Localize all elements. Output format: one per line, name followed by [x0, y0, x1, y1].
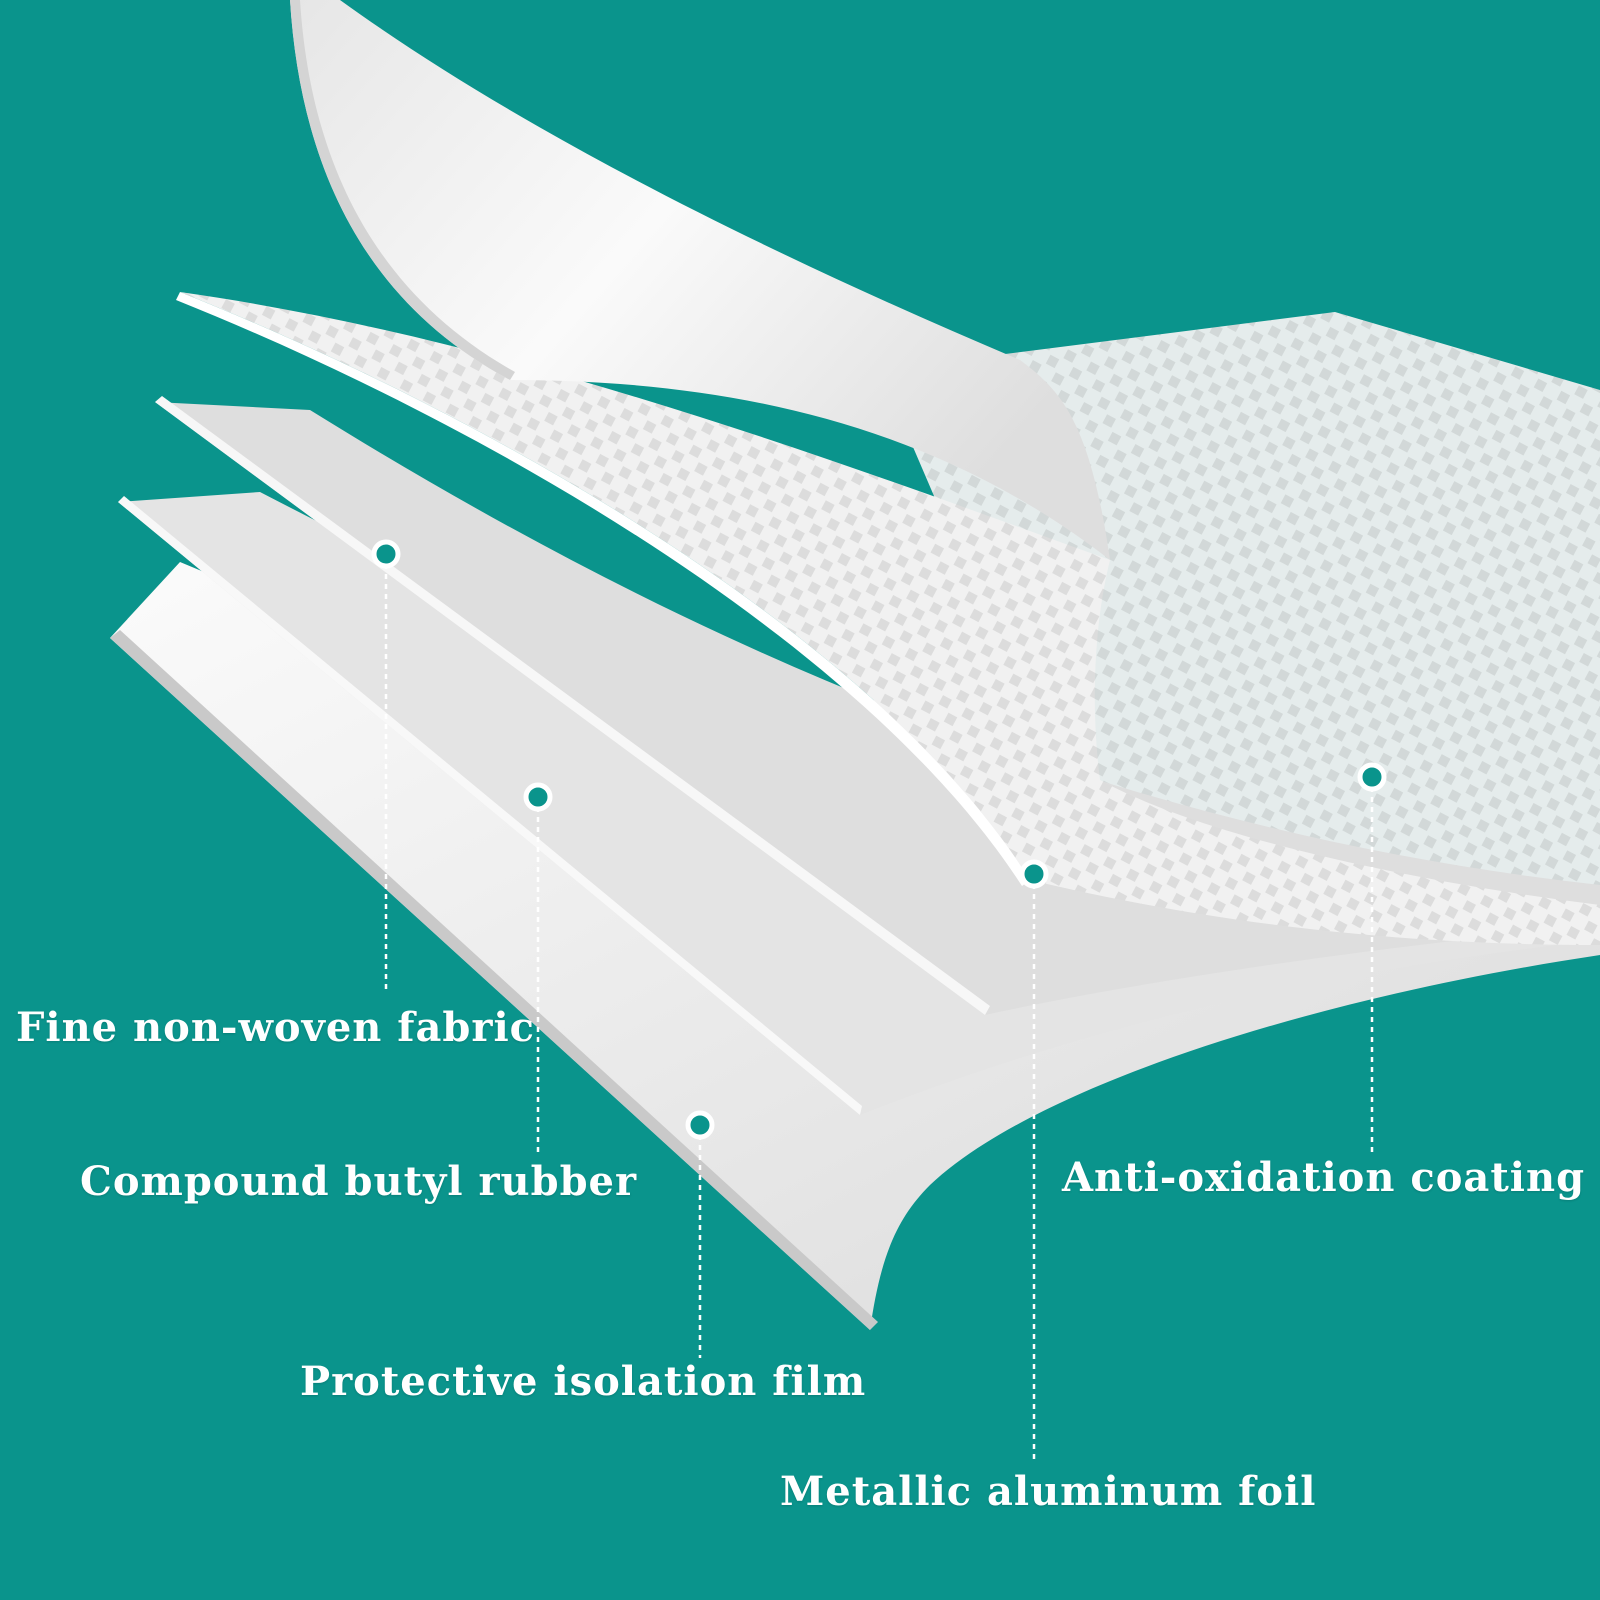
curled-top-flap	[290, 0, 1110, 560]
label-fine-nonwoven-fabric: Fine non-woven fabric	[16, 1004, 536, 1051]
marker-coating-icon	[1357, 762, 1387, 792]
marker-foil-icon	[1019, 859, 1049, 889]
label-metallic-aluminum-foil: Metallic aluminum foil	[780, 1468, 1317, 1515]
markers	[371, 539, 1387, 1140]
sheet-butyl-edge	[118, 496, 862, 1115]
leader-lines	[384, 554, 1374, 1462]
label-compound-butyl-rubber: Compound butyl rubber	[80, 1158, 638, 1205]
label-protective-isolation-film: Protective isolation film	[300, 1358, 867, 1405]
curled-flap-edge	[290, 0, 515, 380]
sheet-metallic-aluminum-foil	[180, 292, 1600, 945]
marker-butyl-icon	[523, 782, 553, 812]
sheet-fabric-edge	[155, 396, 990, 1015]
sheet-protective-edge	[110, 630, 878, 1330]
label-anti-oxidation-coating: Anti-oxidation coating	[1062, 1154, 1586, 1201]
marker-film-icon	[685, 1110, 715, 1140]
marker-fabric-icon	[371, 539, 401, 569]
